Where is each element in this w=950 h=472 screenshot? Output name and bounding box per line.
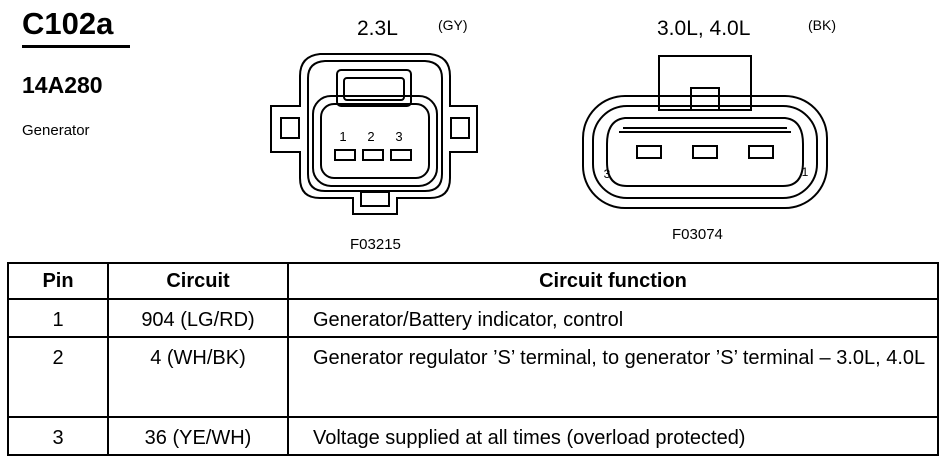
connector-2-pin-label-3: 3 [604,167,611,181]
title-underline [22,45,130,48]
connector-1-drawing: 1 2 3 [270,53,478,215]
connector-1-pin-3-socket [390,149,412,161]
pin-cell: 2 [7,336,109,418]
connector-2-face [606,117,804,187]
connector-2-color: (BK) [808,17,836,33]
connector-1-latch [336,69,412,107]
header-pin: Pin [7,262,109,300]
connector-1-latch-inner [343,77,405,101]
part-number: 14A280 [22,72,103,98]
header-circuit: Circuit [107,262,289,300]
connector-2-pin-socket [692,145,718,159]
connector-1-side-lug-right [450,117,470,139]
connector-2-figure-code: F03074 [672,226,723,243]
connector-1-color: (GY) [438,17,468,33]
connector-1-pin-label: 1 [339,129,346,144]
table-header-row: Pin Circuit Circuit function [7,262,939,300]
function-cell: Generator regulator ’S’ terminal, to gen… [287,336,939,418]
connector-1-pin-label: 2 [367,129,374,144]
table-row: 2 4 (WH/BK) Generator regulator ’S’ term… [7,336,939,418]
circuit-cell: 36 (YE/WH) [107,416,289,456]
connector-1-side-lug-left [280,117,300,139]
pin-cell: 3 [7,416,109,456]
component-name: Generator [22,122,90,139]
connector-1-pin-label: 3 [395,129,402,144]
connector-1-shell-inner [307,60,443,192]
connector-2-pin-socket [748,145,774,159]
connector-1-face [320,103,430,179]
function-cell: Voltage supplied at all times (overload … [287,416,939,456]
connector-id: C102a [22,6,114,41]
connector-2-pin-socket [636,145,662,159]
connector-2-latch-notch [690,87,720,111]
circuit-cell: 4 (WH/BK) [107,336,289,418]
connector-2-inner-shell [592,105,818,199]
circuit-cell: 904 (LG/RD) [107,298,289,338]
connector-1-figure-code: F03215 [350,236,401,253]
header-circuit-function: Circuit function [287,262,939,300]
connector-2-pin-label-1: 1 [802,165,809,179]
function-cell: Generator/Battery indicator, control [287,298,939,338]
table-row: 3 36 (YE/WH) Voltage supplied at all tim… [7,416,939,456]
connector-2-engine: 3.0L, 4.0L [657,17,751,40]
connector-1-engine: 2.3L [357,17,398,40]
connector-2-latch [658,55,752,111]
pin-table: Pin Circuit Circuit function 1 904 (LG/R… [7,262,939,456]
table-row: 1 904 (LG/RD) Generator/Battery indicato… [7,298,939,338]
connector-1-bottom-tab [360,191,390,207]
connector-2-outer-shell [582,95,828,209]
connector-1-outer-shell [270,53,478,215]
connector-1-pin-2-socket [362,149,384,161]
connector-1-body [312,95,438,187]
connector-2-drawing: 3 1 [582,55,828,209]
pin-cell: 1 [7,298,109,338]
connector-1-pin-1-socket [334,149,356,161]
